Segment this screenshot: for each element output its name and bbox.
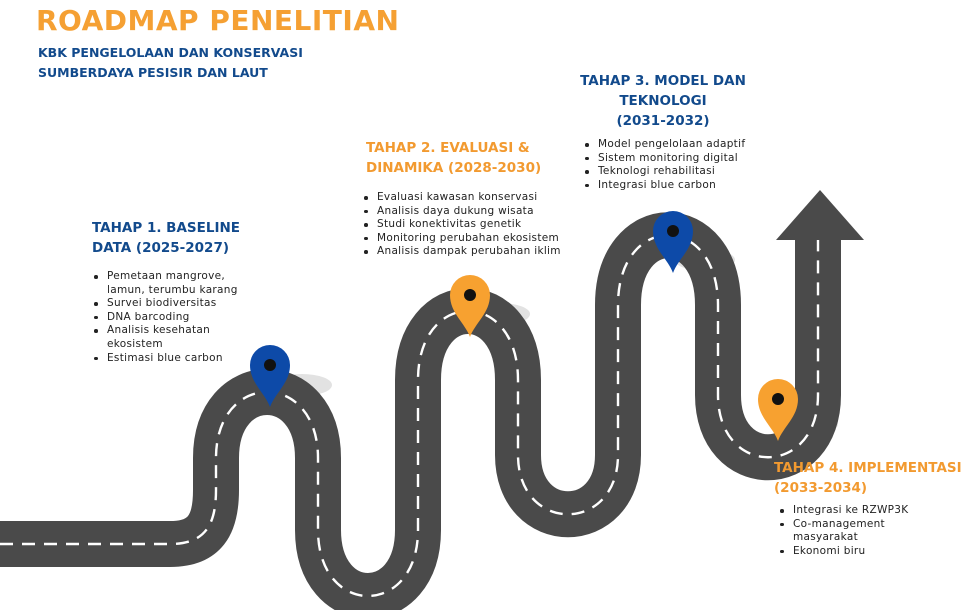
stage-2-title: TAHAP 2. EVALUASI & DINAMIKA (2028-2030) <box>366 138 541 178</box>
stage-title-line: (2031-2032) <box>616 113 710 129</box>
list-item: Analisis dampak perubahan iklim <box>362 245 602 259</box>
page-title: ROADMAP PENELITIAN <box>36 4 400 37</box>
pin-blue-icon <box>250 345 290 407</box>
stage-title-line: DINAMIKA (2028-2030) <box>366 160 542 176</box>
stage-4-title: TAHAP 4. IMPLEMENTASI (2033-2034) <box>774 458 962 498</box>
stage-1-title: TAHAP 1. BASELINE DATA (2025-2027) <box>92 218 240 258</box>
pin-orange-icon <box>450 275 490 337</box>
list-item: Model pengelolaan adaptif <box>583 138 783 152</box>
list-item: Evaluasi kawasan konservasi <box>362 191 602 205</box>
list-item: Teknologi rehabilitasi <box>583 165 783 179</box>
stage-title-line: TEKNOLOGI <box>619 93 707 109</box>
stage-title-line: DATA (2025-2027) <box>92 240 230 256</box>
list-item: Sistem monitoring digital <box>583 152 783 166</box>
subtitle-line: SUMBERDAYA PESISIR DAN LAUT <box>38 65 268 80</box>
pin-shadows <box>272 249 838 435</box>
page-subtitle: KBK PENGELOLAAN DAN KONSERVASI SUMBERDAY… <box>38 43 303 83</box>
stage-title-line: TAHAP 1. BASELINE <box>92 220 240 236</box>
pin-orange-icon <box>758 379 798 441</box>
list-item: Pemetaan mangrove, lamun, terumbu karang <box>92 270 257 297</box>
road-surface <box>0 212 841 610</box>
road-arrow-head <box>776 190 864 240</box>
stage-title-line: TAHAP 2. EVALUASI & <box>366 140 530 156</box>
stage-2-items: Evaluasi kawasan konservasi Analisis day… <box>362 191 602 259</box>
stage-title-line: TAHAP 3. MODEL DAN <box>580 73 746 89</box>
list-item: Analisis daya dukung wisata <box>362 205 602 219</box>
stage-3-title: TAHAP 3. MODEL DAN TEKNOLOGI (2031-2032) <box>573 71 753 131</box>
list-item: Monitoring perubahan ekosistem <box>362 232 602 246</box>
pin-blue-icon <box>653 211 693 273</box>
list-item: Analisis kesehatan ekosistem <box>92 324 257 351</box>
subtitle-line: KBK PENGELOLAAN DAN KONSERVASI <box>38 45 303 60</box>
list-item: Survei biodiversitas <box>92 297 257 311</box>
stage-4-items: Integrasi ke RZWP3K Co-management masyar… <box>778 504 928 558</box>
stage-title-line: (2033-2034) <box>774 480 868 496</box>
stage-1-items: Pemetaan mangrove, lamun, terumbu karang… <box>92 270 257 365</box>
list-item: DNA barcoding <box>92 311 257 325</box>
list-item: Integrasi ke RZWP3K <box>778 504 928 518</box>
stage-3-items: Model pengelolaan adaptif Sistem monitor… <box>583 138 783 192</box>
list-item: Studi konektivitas genetik <box>362 218 602 232</box>
stage-title-line: TAHAP 4. IMPLEMENTASI <box>774 460 962 476</box>
list-item: Integrasi blue carbon <box>583 179 783 193</box>
list-item: Ekonomi biru <box>778 545 928 559</box>
list-item: Co-management masyarakat <box>778 518 928 545</box>
list-item: Estimasi blue carbon <box>92 352 257 366</box>
